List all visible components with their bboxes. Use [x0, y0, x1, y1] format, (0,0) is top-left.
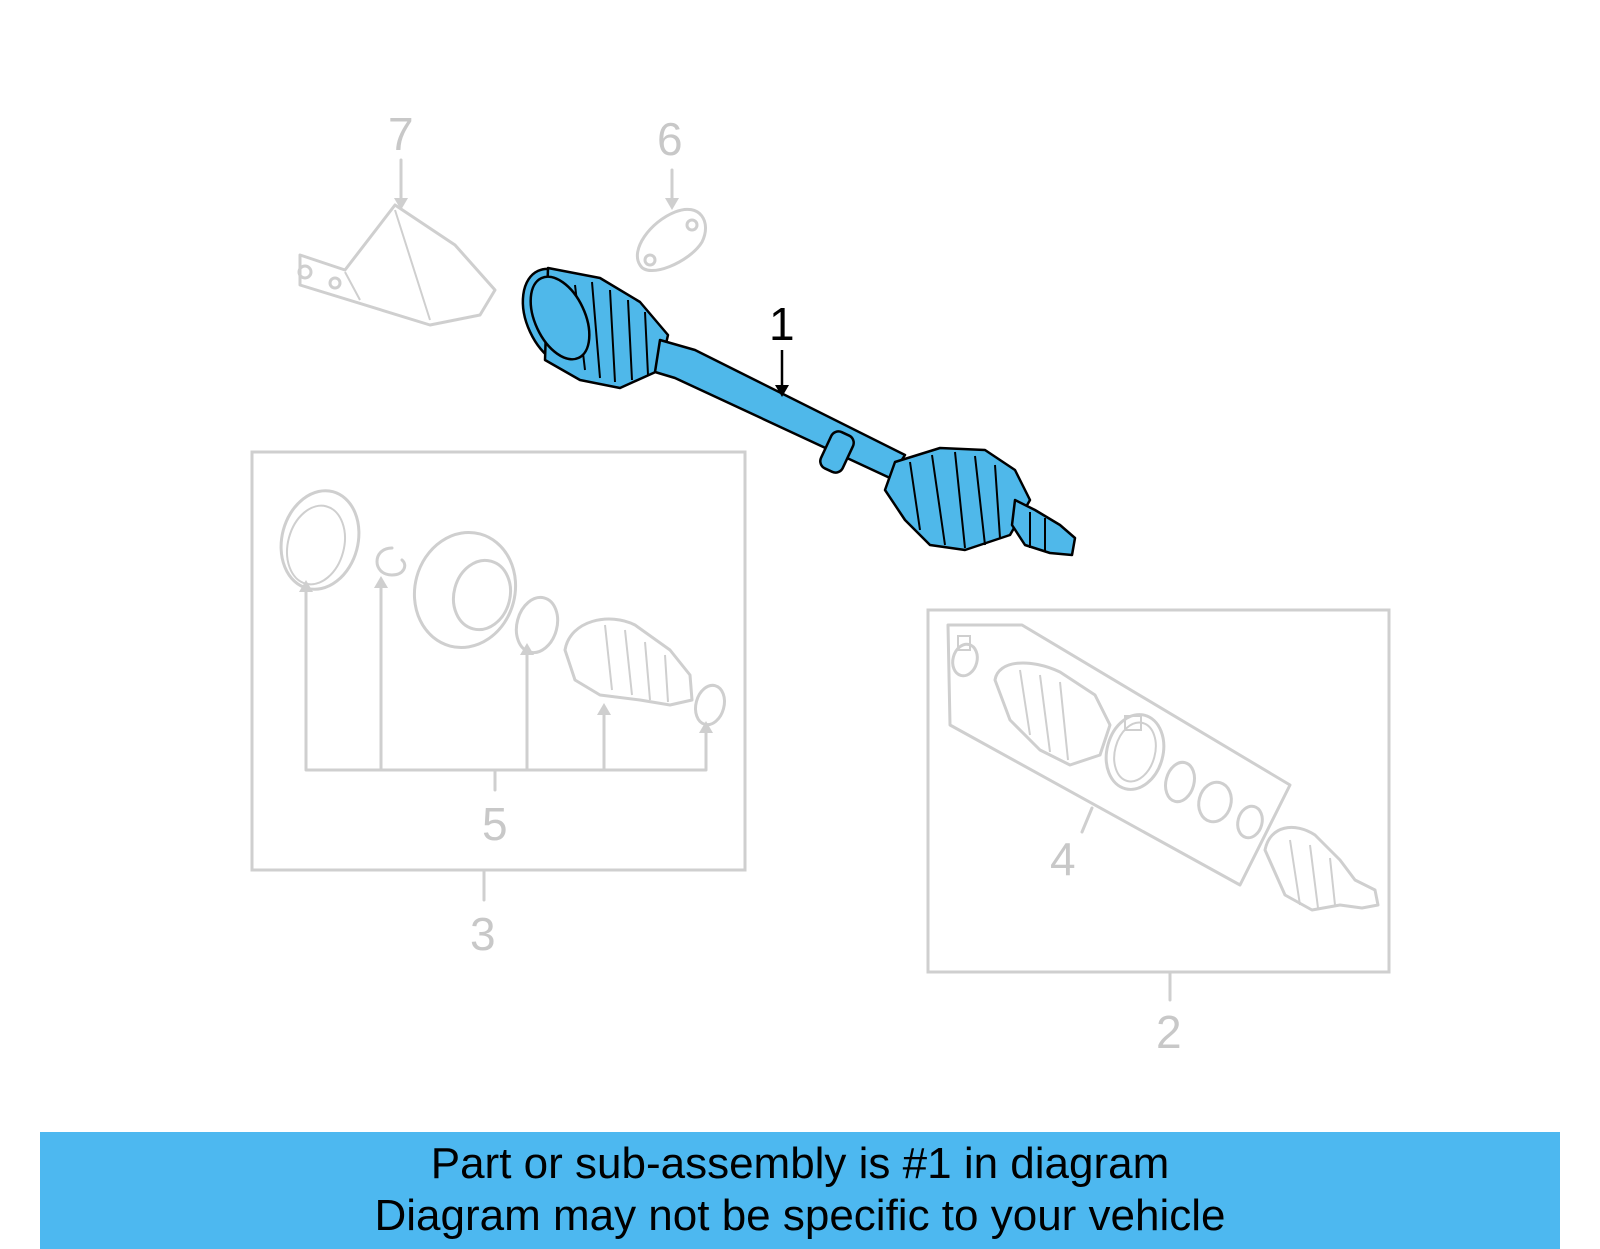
svg-text:2: 2: [1156, 1006, 1182, 1058]
callout-7: 7: [388, 108, 414, 210]
part-7-heat-shield: [297, 203, 497, 327]
callout-3: 3: [470, 870, 496, 960]
callout-2: 2: [1156, 972, 1182, 1058]
callout-4: 4: [1050, 833, 1076, 885]
svg-text:6: 6: [657, 113, 683, 165]
info-banner: Part or sub-assembly is #1 in diagram Di…: [40, 1132, 1560, 1249]
callout-1: 1: [769, 298, 795, 397]
banner-line-2: Diagram may not be specific to your vehi…: [374, 1191, 1226, 1240]
callout-6: 6: [657, 113, 683, 210]
svg-text:1: 1: [769, 298, 795, 350]
part-6-plate: [636, 207, 708, 272]
svg-text:5: 5: [482, 798, 508, 850]
banner-line-1: Part or sub-assembly is #1 in diagram: [430, 1139, 1170, 1188]
box-2-outer-joint-kit: [926, 608, 1391, 974]
svg-text:7: 7: [388, 108, 414, 160]
callout-5: 5: [482, 798, 508, 850]
svg-text:3: 3: [470, 908, 496, 960]
box-3-inner-joint-kit: [250, 450, 747, 872]
svg-text:4: 4: [1050, 833, 1076, 885]
part-1-axle-shaft: [521, 266, 1077, 557]
